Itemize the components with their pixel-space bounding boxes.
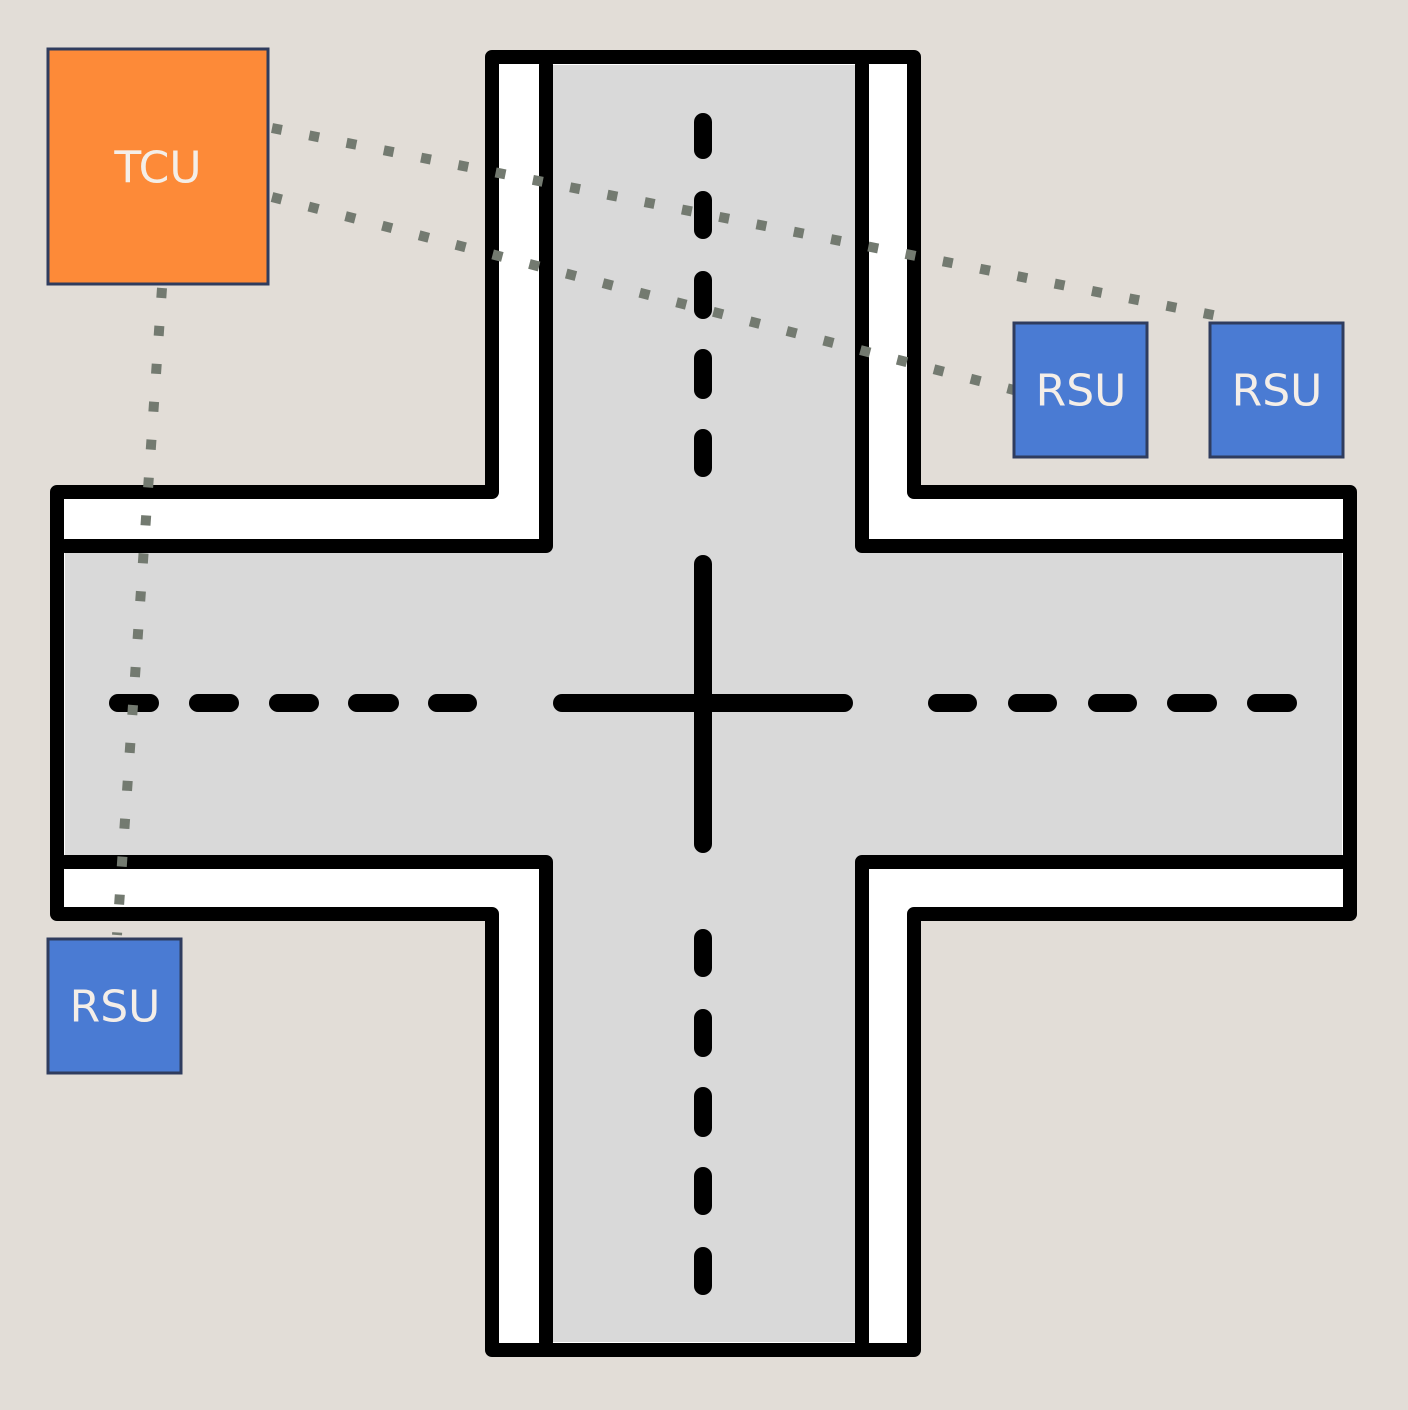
- rsu-box-shape: [46, 937, 183, 1075]
- rsu-label: RSU: [1232, 366, 1323, 417]
- road-edge-bottom-right: [855, 855, 1349, 1349]
- tcu-label: TCU: [113, 143, 201, 194]
- road-edge-top-left: [58, 58, 553, 553]
- tcu-box[interactable]: TCU: [46, 47, 270, 286]
- road-edge-top-right: [855, 58, 1349, 553]
- outer-curb-line: [50, 50, 1357, 1357]
- rsu-box-2[interactable]: RSU: [1208, 321, 1345, 459]
- link-tcu-to-rsu-near: [270, 192, 1016, 395]
- rsu-box-shape: [1208, 321, 1345, 459]
- rsu-label: RSU: [70, 982, 161, 1033]
- link-tcu-to-rsu-left: [112, 287, 167, 936]
- communication-links: [112, 123, 1229, 936]
- rsu-label: RSU: [1036, 366, 1127, 417]
- rsu-box-1[interactable]: RSU: [1012, 321, 1149, 459]
- tcu-box-shape: [46, 47, 270, 286]
- road-edge-bottom-left: [58, 855, 553, 1349]
- lane-markings: [109, 113, 1297, 1295]
- rsu-box-shape: [1012, 321, 1149, 459]
- rsu-box-3[interactable]: RSU: [46, 937, 183, 1075]
